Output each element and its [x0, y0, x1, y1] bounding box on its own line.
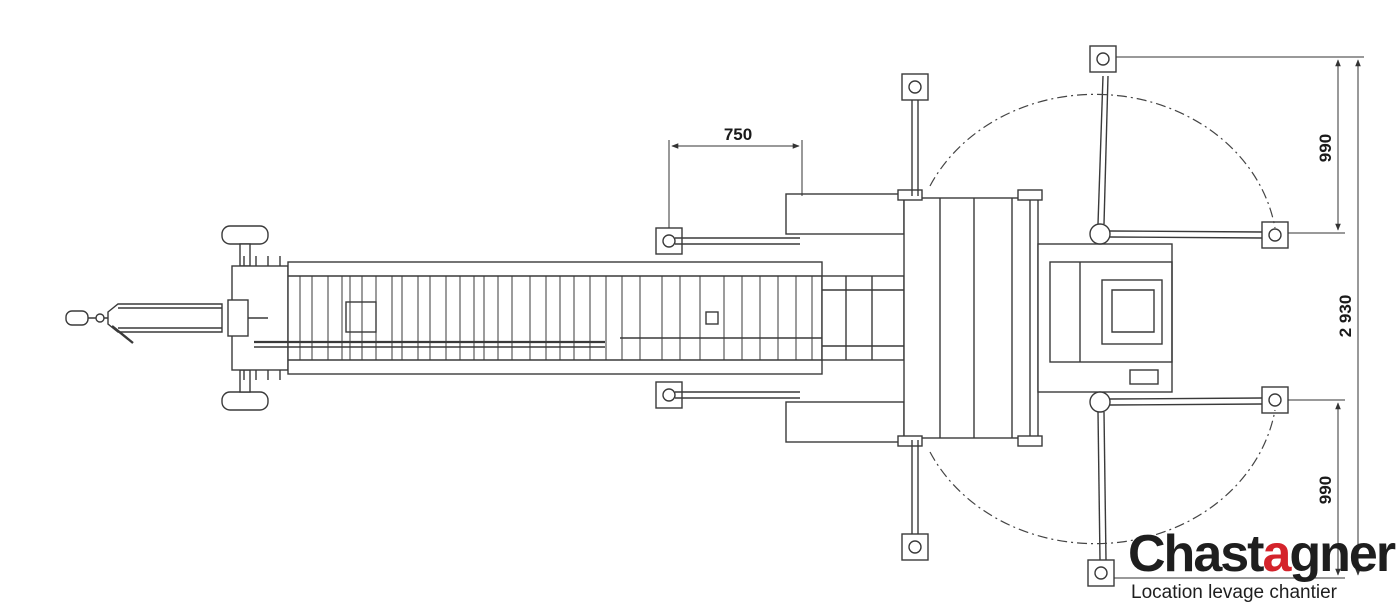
dimension-label-990-top: 990 [1316, 134, 1335, 162]
logo-wordmark: Chastagner [1128, 525, 1396, 583]
dimension-750 [668, 140, 803, 228]
swing-radius-arcs [929, 93, 1276, 545]
dimension-990-bottom [1114, 399, 1345, 579]
dimension-990-top [1116, 56, 1345, 234]
chassis-front [227, 256, 289, 380]
outrigger-rear-top [1089, 45, 1289, 249]
outrigger-front-bottom [655, 381, 905, 443]
outrigger-front-top [655, 193, 905, 255]
turret [897, 189, 1043, 447]
dimension-2930 [1338, 56, 1364, 576]
outrigger-mid-top [901, 73, 929, 196]
dimension-label-750: 750 [724, 125, 752, 144]
outrigger-mid-bottom [901, 440, 929, 561]
outrigger-rear-bottom [1087, 386, 1289, 587]
logo-tagline: Location levage chantier [1131, 582, 1337, 603]
boom [254, 261, 905, 375]
chastagner-logo: Chastagner Location levage chantier [1128, 525, 1396, 610]
trailer-wheel-bottom [221, 369, 269, 411]
rear-base [1037, 243, 1173, 393]
tow-hitch [65, 303, 223, 344]
trailer-wheel-top [221, 225, 269, 267]
dimension-label-990-bottom: 990 [1316, 476, 1335, 504]
dimension-label-2930: 2 930 [1336, 295, 1355, 338]
